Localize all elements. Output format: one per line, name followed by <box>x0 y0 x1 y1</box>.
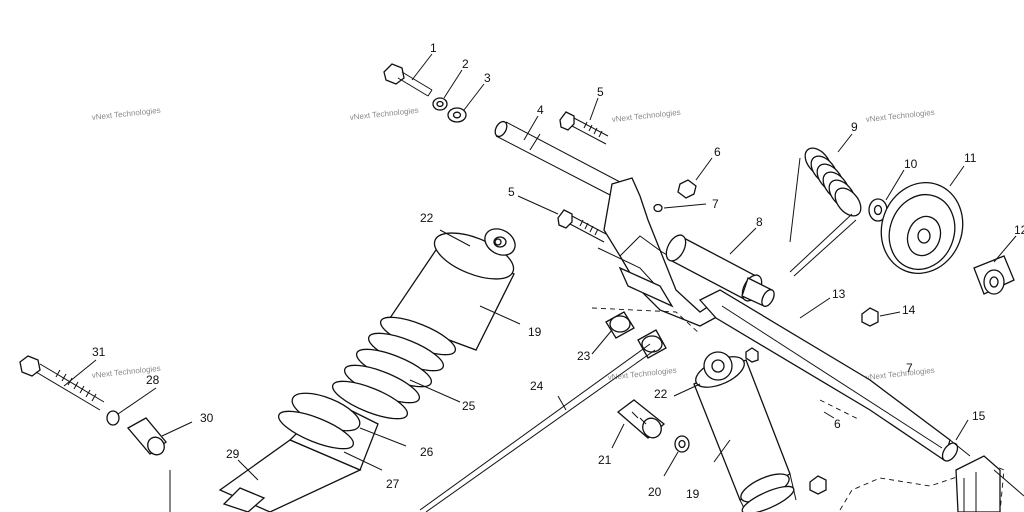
callout-5: 5 <box>597 85 604 99</box>
callout-5-lower: 5 <box>508 185 515 199</box>
part-15-end-bushing <box>949 439 971 457</box>
frame-fragment <box>839 455 1024 512</box>
part-9-torsion-spring <box>789 147 862 277</box>
callout-22: 22 <box>420 211 434 225</box>
callout-4: 4 <box>537 103 544 117</box>
callout-15: 15 <box>972 409 986 423</box>
part-11-idler-wheel <box>880 182 964 274</box>
callout-11: 11 <box>964 151 977 165</box>
part-6-nut-upper <box>677 179 697 199</box>
callout-9: 9 <box>851 120 858 134</box>
shock-top-nut <box>745 347 759 363</box>
callout-13: 13 <box>832 287 846 301</box>
watermark-text: vNext Technologies <box>91 106 161 122</box>
part-30-sleeve <box>126 417 167 456</box>
callout-3: 3 <box>484 71 491 85</box>
callout-6: 6 <box>714 145 721 159</box>
callout-19: 19 <box>528 325 542 339</box>
callout-23: 23 <box>577 349 591 363</box>
part-7-washer <box>653 203 663 213</box>
watermark-text: vNext Technologies <box>611 108 681 124</box>
part-12-collar <box>973 255 1015 295</box>
watermark-text: vNext Technologies <box>607 366 677 382</box>
watermark-text: vNext Technologies <box>349 106 419 122</box>
part-21-sleeve <box>616 399 666 439</box>
callout-8: 8 <box>756 215 763 229</box>
callout-labels: 1 2 3 4 5 5 6 6 7 7 8 9 10 11 12 13 14 1… <box>92 41 1024 501</box>
callout-7-lower: 7 <box>906 361 913 375</box>
callout-24: 24 <box>530 379 544 393</box>
part-28-washer <box>106 410 120 426</box>
part-14-nut <box>861 307 879 327</box>
part-8-spacer <box>665 234 775 307</box>
part-24-rod <box>419 343 656 512</box>
part-13-suspension-arm <box>698 289 959 462</box>
callout-14: 14 <box>902 303 916 317</box>
callout-2: 2 <box>462 57 469 71</box>
leader-lines <box>63 53 1017 481</box>
callout-20: 20 <box>648 485 662 499</box>
callout-6-lower: 6 <box>834 417 841 431</box>
callout-10: 10 <box>904 157 918 171</box>
callout-1: 1 <box>430 41 437 55</box>
watermark-text: vNext Technologies <box>865 366 935 382</box>
watermark-text: vNext Technologies <box>865 108 935 124</box>
part-19-shock-absorber-left <box>218 228 516 512</box>
part-1-bolt <box>383 63 433 97</box>
callout-27: 27 <box>386 477 400 491</box>
callout-21: 21 <box>598 453 612 467</box>
part-19-shock-absorber-right <box>693 351 797 512</box>
callout-25: 25 <box>462 399 476 413</box>
callout-22-right: 22 <box>654 387 668 401</box>
part-5-bolt-lower <box>557 209 607 243</box>
callout-7: 7 <box>712 197 719 211</box>
callout-31: 31 <box>92 345 106 359</box>
part-5-bolt-upper <box>559 111 609 145</box>
part-22-eyelet-left <box>494 238 502 246</box>
callout-12: 12 <box>1014 223 1024 237</box>
part-6-nut-lower <box>809 475 827 495</box>
part-23-bushing <box>591 307 701 359</box>
callout-29: 29 <box>226 447 240 461</box>
callout-30: 30 <box>200 411 214 425</box>
part-4-shaft <box>494 120 621 197</box>
callout-26: 26 <box>420 445 434 459</box>
callout-19-right: 19 <box>686 487 700 501</box>
part-31-bolt <box>19 355 105 411</box>
callout-28: 28 <box>146 373 160 387</box>
